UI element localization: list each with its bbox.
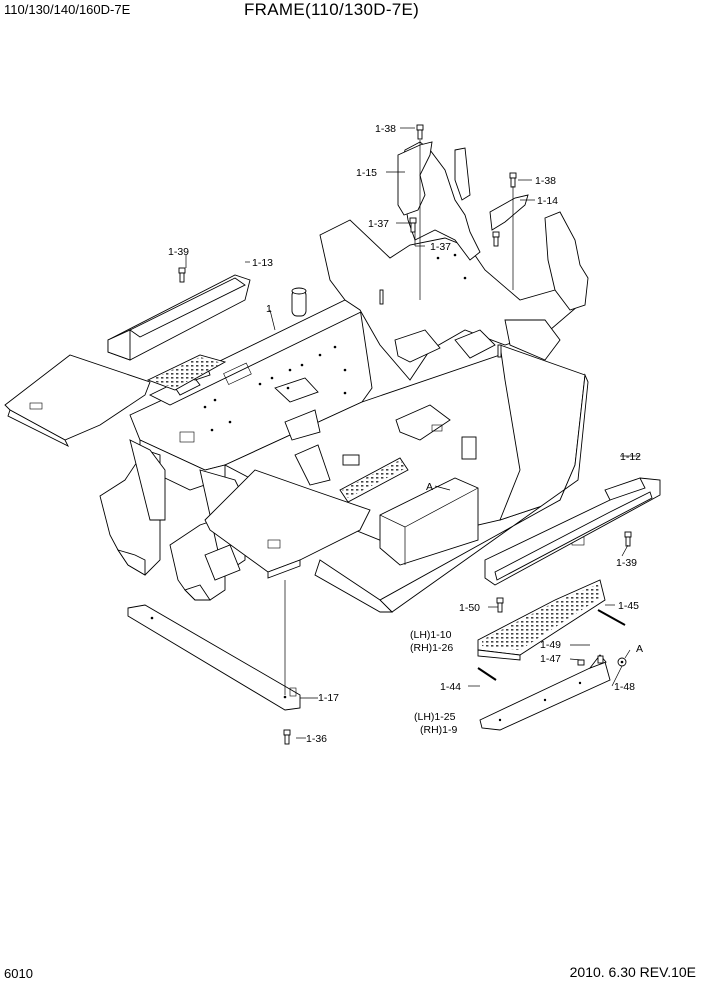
callout-A2: A bbox=[636, 643, 643, 655]
callout-1-12: 1-12 bbox=[620, 451, 641, 463]
part-1-17-strip bbox=[127, 604, 301, 711]
part-1-14-plate bbox=[489, 194, 529, 231]
callout-1: 1 bbox=[266, 303, 272, 315]
callout-1-13: 1-13 bbox=[252, 257, 273, 269]
part-1-47 bbox=[577, 659, 585, 666]
bolts bbox=[178, 124, 632, 745]
callout-1-14: 1-14 bbox=[537, 195, 558, 207]
callout-1-48: 1-48 bbox=[614, 681, 635, 693]
callouts: 1-38 1-15 1-38 1-14 1-37 1-37 1-39 1-13 … bbox=[168, 123, 643, 745]
callout-1-45: 1-45 bbox=[618, 600, 639, 612]
left-step bbox=[146, 354, 227, 391]
model-code: 110/130/140/160D-7E bbox=[4, 2, 131, 17]
callout-rh-1-26: (RH)1-26 bbox=[410, 642, 453, 654]
callout-1-49: 1-49 bbox=[540, 639, 561, 651]
leader-lines bbox=[185, 127, 640, 739]
revision-date: 2010. 6.30 REV.10E bbox=[569, 964, 696, 980]
part-1-49 bbox=[597, 655, 604, 664]
callout-A1: A bbox=[426, 481, 433, 493]
part-1-44-rod bbox=[477, 667, 497, 681]
part-1-13-cover bbox=[107, 274, 251, 361]
callout-rh-1-9: (RH)1-9 bbox=[420, 724, 457, 736]
center-floor-plate bbox=[204, 469, 371, 579]
callout-1-44: 1-44 bbox=[440, 681, 461, 693]
part-1-12-cover bbox=[484, 477, 661, 586]
part-1-10-step bbox=[477, 579, 606, 661]
callout-1-36: 1-36 bbox=[306, 733, 327, 745]
part-1-45-rod bbox=[597, 609, 626, 626]
part-1-25-plate bbox=[479, 654, 611, 731]
left-floor-plate bbox=[4, 354, 151, 448]
callout-1-15: 1-15 bbox=[356, 167, 377, 179]
callout-lh-1-25: (LH)1-25 bbox=[414, 711, 456, 723]
callout-1-50: 1-50 bbox=[459, 602, 480, 614]
callout-1-38b: 1-38 bbox=[535, 175, 556, 187]
callout-1-37a: 1-37 bbox=[368, 218, 389, 230]
page-title: FRAME(110/130D-7E) bbox=[244, 0, 420, 19]
callout-1-37b: 1-37 bbox=[430, 241, 451, 253]
callout-1-47: 1-47 bbox=[540, 653, 561, 665]
callout-lh-1-10: (LH)1-10 bbox=[410, 629, 452, 641]
callout-1-39a: 1-39 bbox=[168, 246, 189, 258]
part-1-15-plate bbox=[397, 141, 433, 216]
callout-1-38a: 1-38 bbox=[375, 123, 396, 135]
callout-1-39b: 1-39 bbox=[616, 557, 637, 569]
page-number: 6010 bbox=[4, 966, 33, 981]
callout-1-17: 1-17 bbox=[318, 692, 339, 704]
